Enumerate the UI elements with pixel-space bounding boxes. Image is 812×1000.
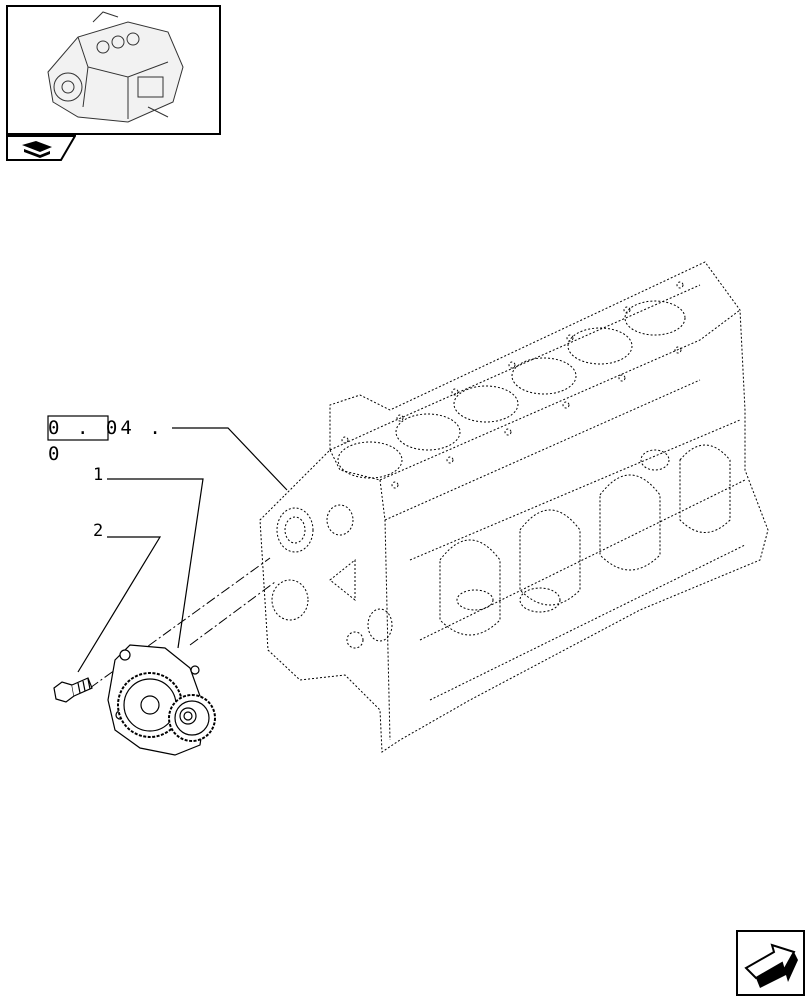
next-page-arrow-icon: [736, 930, 805, 996]
next-page-button[interactable]: [736, 930, 805, 996]
engine-block: [259, 261, 769, 753]
reference-leader-line: [172, 427, 288, 491]
callout-label-1: 1: [93, 465, 104, 485]
callout-label-2: 2: [93, 521, 104, 541]
callout-leader-lines: [77, 478, 204, 673]
reference-code[interactable]: 0 . 04 . 0: [48, 417, 164, 465]
book-arrow-icon: [6, 135, 76, 161]
bolt: [53, 677, 93, 703]
thumbnail-tab[interactable]: [6, 135, 76, 161]
oil-pump: [107, 644, 216, 756]
engine-thumbnail: [6, 5, 221, 135]
engine-thumbnail-icon: [47, 11, 184, 123]
reference-box: [47, 415, 109, 441]
